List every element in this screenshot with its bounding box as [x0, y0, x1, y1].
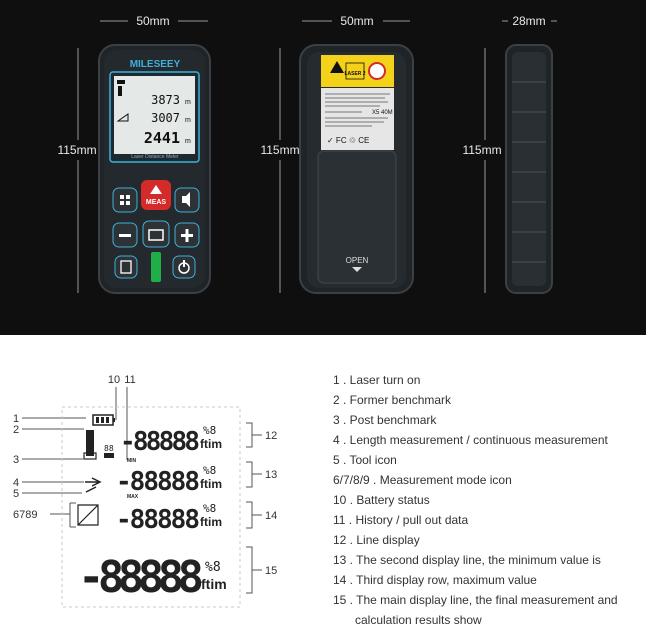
side-height-label: 115mm	[462, 143, 501, 157]
legend-item: 14 . Third display row, maximum value	[333, 573, 537, 587]
reference-button[interactable]	[142, 220, 170, 248]
open-arrow-icon	[352, 267, 362, 272]
lcd-line-1-units: ftim	[200, 437, 222, 451]
level-indicator	[151, 252, 161, 282]
open-label: OPEN	[346, 256, 369, 265]
device-reference-icon	[86, 430, 94, 456]
history-data-icon: 88	[104, 444, 114, 453]
callout-12: 12	[265, 430, 277, 442]
side-width-label: 28mm	[512, 14, 545, 28]
lcd-line-2-units: ftim	[200, 477, 222, 491]
callout-5: 5	[13, 488, 19, 500]
product-views-panel: 50mm 50mm 28mm 115mm 115mm 115mm MILESEE…	[0, 0, 646, 335]
min-label: MIN	[127, 458, 137, 464]
laser-class-label: LASER 2	[344, 71, 365, 77]
lcd-line-2-digits: -88888	[116, 467, 200, 497]
meas-label: MEAS	[146, 199, 167, 206]
plus-icon	[181, 229, 193, 242]
mode-button[interactable]	[112, 187, 138, 213]
callout-11: 11	[124, 374, 135, 386]
screen-caption: Laser Distance Meter	[131, 154, 179, 160]
legend-item: 13 . The second display line, the minimu…	[333, 553, 601, 567]
legend-item: 6/7/8/9 . Measurement mode icon	[333, 473, 512, 487]
measurement-mode-icon	[77, 504, 99, 526]
screen-line-1: 3873	[151, 93, 180, 107]
screen-line-3: 2441	[144, 129, 180, 147]
battery-cover[interactable]	[317, 150, 397, 284]
callout-10: 10	[108, 374, 120, 386]
legend-item: 10 . Battery status	[333, 493, 430, 507]
dimension-markers	[77, 20, 557, 293]
lcd-line-3-units: ftim	[200, 515, 222, 529]
back-width-label: 50mm	[340, 14, 373, 28]
device-side-view	[505, 44, 553, 294]
max-label: MAX	[127, 494, 139, 500]
screen-line-2: 3007	[151, 111, 180, 125]
meas-button[interactable]	[141, 180, 171, 210]
tool-icon	[85, 486, 97, 493]
model-label: X5 40M	[372, 110, 393, 116]
callout-2: 2	[13, 424, 19, 436]
history-button[interactable]	[114, 255, 138, 279]
speaker-mute-icon	[182, 192, 190, 207]
brand-logo: MILESEEY	[130, 59, 181, 70]
screen-unit-1: m	[185, 99, 191, 106]
lcd-main-line-digits: -88888	[78, 552, 204, 603]
lcd-main-line-fraction: %8	[205, 560, 221, 575]
certification-marks: ✓ FC ♲ CE	[327, 136, 369, 145]
legend-item: 4 . Length measurement / continuous meas…	[333, 433, 608, 447]
length-measure-icon	[85, 477, 102, 487]
legend-item: 15 . The main display line, the final me…	[333, 593, 618, 607]
lcd-line-3-fraction: %8	[203, 502, 216, 515]
history-icon	[120, 260, 132, 274]
callout-14: 14	[265, 510, 277, 522]
legend-item: 1 . Laser turn on	[333, 373, 421, 387]
reference-icon	[148, 229, 164, 241]
callout-3: 3	[13, 454, 19, 466]
laser-warning-icon	[150, 185, 162, 194]
lcd-main-line-units: ftim	[201, 576, 227, 592]
screen-unit-3: m	[185, 138, 191, 145]
no-eye-icon	[368, 62, 386, 80]
lcd-outline	[61, 406, 241, 608]
lcd-line-1-fraction: %8	[203, 424, 216, 437]
device-back-view: LASER 2 X5 40M ✓ FC ♲ CE OPEN	[299, 44, 414, 294]
device-front-view: MILESEEY 3873 3007 2441 m m m Laser Dist…	[98, 44, 211, 294]
callout-4: 4	[13, 477, 19, 489]
legend-item: 3 . Post benchmark	[333, 413, 437, 427]
callout-15: 15	[265, 565, 277, 577]
legend-item: calculation results show	[355, 613, 482, 627]
lcd-segment-diagram: 10 11 1 2 3 4 5 6789 88 -88888 %8 ftim M…	[13, 374, 277, 608]
lcd-line-1-digits: -88888	[120, 427, 200, 457]
legend-item: 5 . Tool icon	[333, 453, 397, 467]
back-height-label: 115mm	[260, 143, 299, 157]
lcd-line-2-fraction: %8	[203, 464, 216, 477]
lcd-diagram-panel: 10 11 1 2 3 4 5 6789 88 -88888 %8 ftim M…	[0, 335, 646, 630]
minus-icon	[119, 234, 131, 237]
legend-item: 2 . Former benchmark	[333, 393, 452, 407]
screen-unit-2: m	[185, 117, 191, 124]
callout-13: 13	[265, 469, 277, 481]
legend-item: 12 . Line display	[333, 533, 420, 547]
legend-item: 11 . History / pull out data	[333, 513, 469, 527]
lcd-line-3-digits: -88888	[116, 505, 200, 535]
callout-6789: 6789	[13, 509, 37, 521]
front-width-label: 50mm	[136, 14, 169, 28]
front-height-label: 115mm	[57, 143, 96, 157]
product-views-illustration: 50mm 50mm 28mm 115mm 115mm 115mm MILESEE…	[57, 14, 557, 294]
callout-1: 1	[13, 413, 19, 425]
legend-list: 1 . Laser turn on 2 . Former benchmark 3…	[333, 370, 646, 630]
